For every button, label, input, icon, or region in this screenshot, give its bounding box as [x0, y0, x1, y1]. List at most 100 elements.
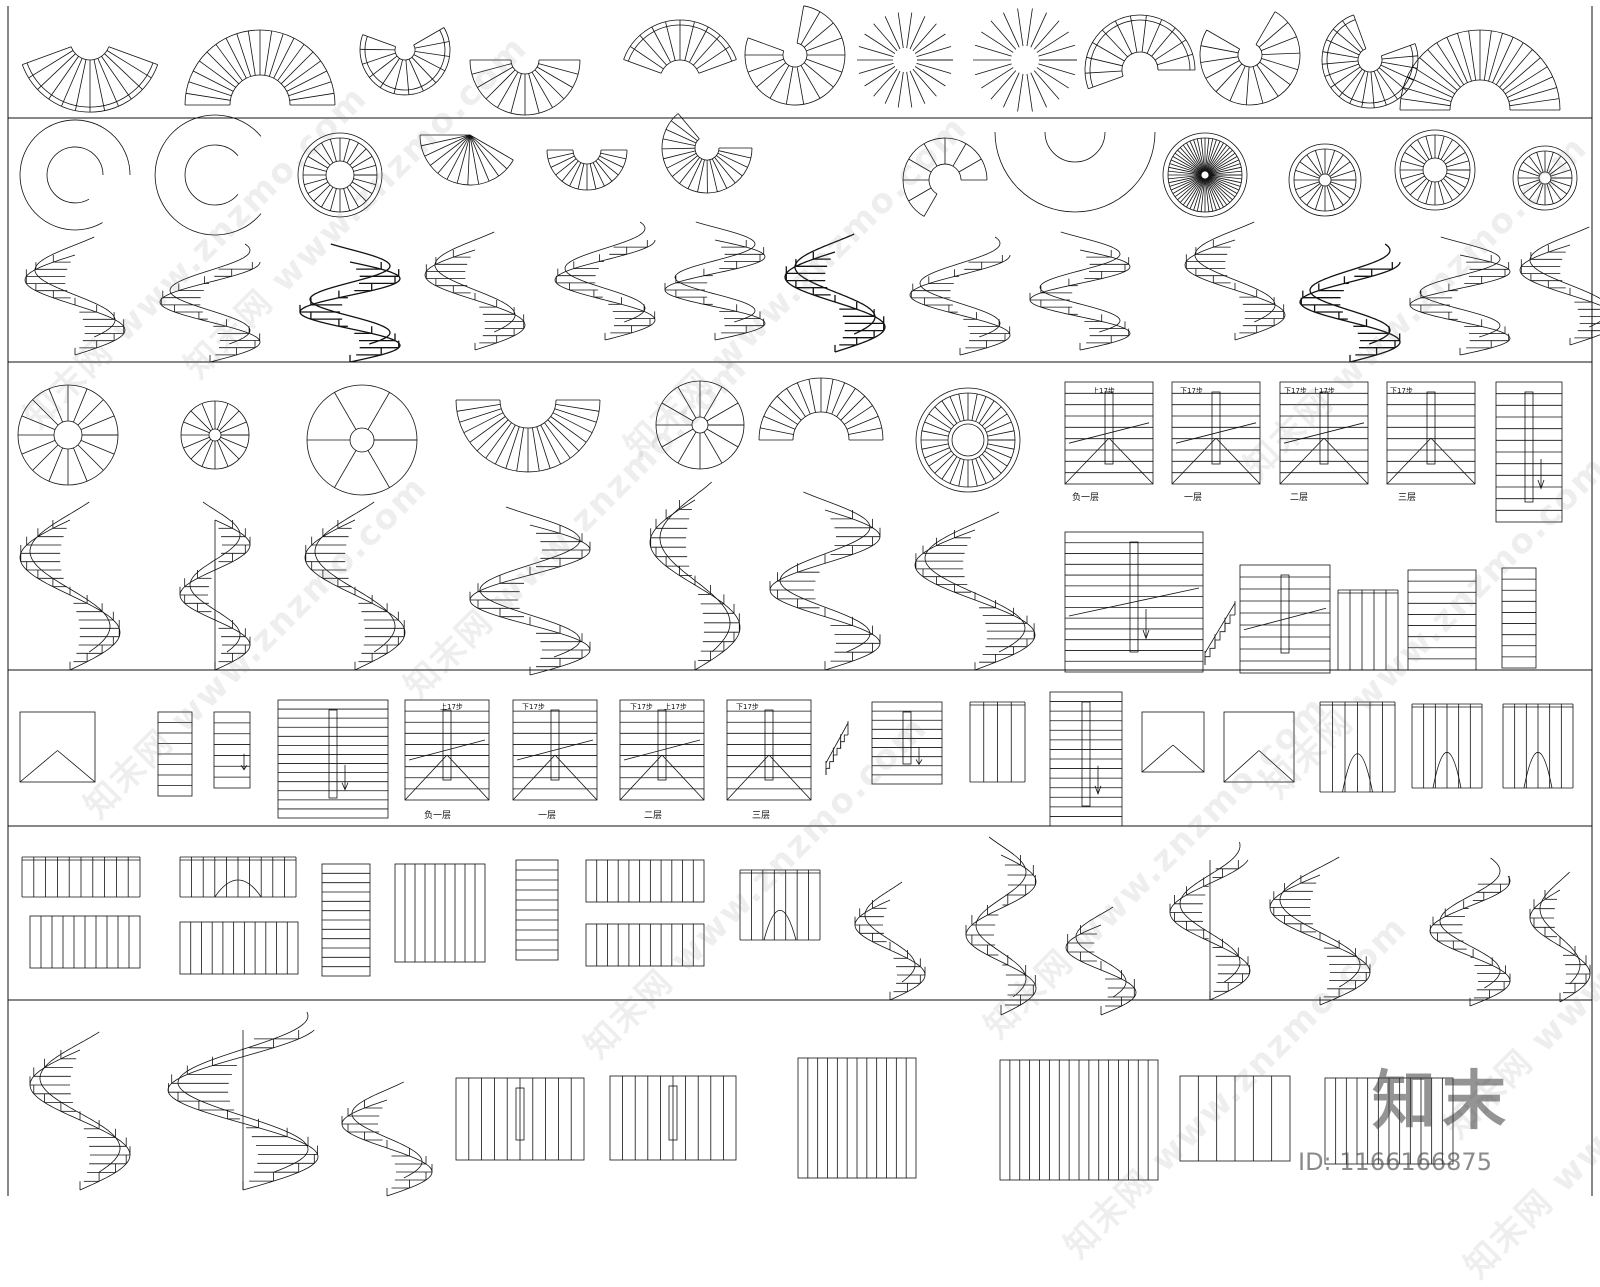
floor-stair-plan — [214, 712, 250, 788]
floor-stair-plan — [1502, 568, 1536, 668]
floor-label-2: 二层 — [644, 808, 662, 821]
curved-stair-plan — [22, 47, 157, 112]
floor-stair-plan — [727, 700, 811, 800]
curved-stair-plan — [745, 6, 845, 105]
spiral-stair-elevation — [1270, 857, 1370, 1005]
spiral-stair-elevation — [425, 232, 525, 350]
spiral-stair-plan — [656, 381, 744, 469]
spiral-stair-elevation — [1410, 237, 1510, 355]
floor-stair-plan — [1065, 382, 1153, 484]
stair-mark-up: 上17步 — [440, 702, 463, 712]
spiral-stair-elevation — [665, 222, 765, 340]
floor-stair-plan — [516, 860, 558, 960]
spiral-stair-elevation — [770, 492, 880, 670]
stair-railing-elevation — [740, 870, 820, 940]
spiral-stair-plan — [1289, 144, 1361, 216]
floor-label-3: 三层 — [1398, 490, 1416, 503]
floor-stair-plan — [1387, 382, 1475, 484]
stair-mark-down: 下17步 — [1390, 386, 1413, 396]
floor-stair-plan — [1240, 565, 1330, 673]
spiral-stair-elevation — [20, 502, 120, 670]
stair-railing-elevation — [1320, 702, 1395, 792]
stair-mark-down: 下17步 — [630, 702, 653, 712]
curved-stair-plan — [1085, 15, 1195, 89]
floor-stair-plan — [1408, 570, 1476, 670]
spiral-stair-elevation — [1520, 227, 1600, 345]
spiral-stair-elevation — [30, 1032, 130, 1190]
floor-stair-plan — [158, 712, 192, 796]
u-shaped-stair-plan — [586, 924, 704, 966]
floor-stair-plan — [872, 702, 942, 784]
spiral-stair-elevation — [915, 512, 1035, 670]
curved-stair-plan — [624, 20, 737, 73]
spiral-stair-elevation — [1300, 244, 1400, 362]
stair-railing-elevation — [970, 702, 1025, 782]
stair-mark-up: 上17步 — [664, 702, 687, 712]
stair-mark-down: 下17步 — [1284, 386, 1307, 396]
spiral-stair-plan — [1395, 130, 1475, 210]
spiral-stair-elevation — [1030, 232, 1130, 350]
spiral-stair-elevation — [25, 237, 125, 355]
spiral-stair-plan — [307, 385, 417, 495]
stair-mark-down: 下17步 — [1180, 386, 1203, 396]
watermark-logo: 知末 — [1372, 1050, 1512, 1142]
floor-stair-plan — [278, 700, 388, 818]
floor-stair-plan — [1065, 532, 1203, 672]
l-shaped-stair-plan — [1180, 1076, 1290, 1161]
spiral-stair-plan — [1513, 146, 1577, 210]
spiral-stair-elevation — [180, 502, 250, 670]
l-shaped-stair-plan — [30, 916, 140, 968]
straight-stair-elevation — [1205, 601, 1235, 665]
stair-mark-up: 上17步 — [1092, 386, 1115, 396]
curved-stair-plan — [420, 135, 513, 185]
curved-stair-plan — [0, 0, 130, 230]
spiral-stair-plan — [181, 401, 249, 469]
curved-stair-plan — [456, 400, 600, 472]
spiral-stair-elevation — [1170, 842, 1250, 1000]
spiral-stair-elevation — [305, 502, 405, 670]
stair-mark-down: 下17步 — [736, 702, 759, 712]
curved-stair-plan — [0, 0, 870, 172]
floor-stair-plan — [1280, 382, 1368, 484]
curved-stair-plan — [1322, 15, 1418, 108]
landing-plan — [20, 712, 95, 782]
spiral-stair-elevation — [855, 882, 925, 1000]
landing-plan — [1142, 712, 1204, 772]
floor-stair-plan — [620, 700, 704, 800]
spiral-stair-plan — [1163, 133, 1247, 217]
spiral-stair-plan — [18, 385, 118, 485]
spiral-stair-elevation — [555, 222, 655, 340]
stair-railing-elevation — [180, 857, 296, 897]
spiral-stair-plan — [298, 133, 382, 217]
floor-label-2: 二层 — [1290, 490, 1308, 503]
landing-plan — [1224, 712, 1294, 782]
floor-stair-plan — [1050, 692, 1122, 826]
floor-label-b1: 负一层 — [424, 808, 451, 821]
cad-drawing-sheet — [0, 0, 1600, 1200]
l-shaped-stair-plan — [395, 864, 485, 962]
floor-stair-plan — [405, 700, 489, 800]
floor-label-3: 三层 — [752, 808, 770, 821]
u-shaped-stair-plan — [586, 860, 704, 902]
u-shaped-stair-plan — [456, 1078, 584, 1160]
floor-stair-plan — [513, 700, 597, 800]
spiral-stair-elevation — [910, 237, 1010, 355]
image-id-label: ID: 1166166875 — [1298, 1148, 1492, 1176]
curved-stair-plan — [857, 13, 953, 108]
spiral-stair-elevation — [785, 234, 885, 352]
stair-railing-elevation — [1412, 704, 1482, 788]
stair-railing-elevation — [1338, 590, 1398, 670]
spiral-stair-elevation — [470, 507, 590, 675]
spiral-stair-plan — [916, 388, 1020, 492]
spiral-stair-elevation — [168, 1012, 318, 1190]
stair-mark-up: 上17步 — [1312, 386, 1335, 396]
spiral-stair-elevation — [160, 244, 260, 362]
floor-label-1: 一层 — [538, 808, 556, 821]
curved-stair-plan — [662, 114, 752, 194]
stair-railing-elevation — [1503, 704, 1573, 788]
curved-stair-plan — [360, 28, 450, 95]
curved-stair-plan — [973, 9, 1077, 112]
straight-stair-elevation — [826, 721, 848, 775]
stair-railing-elevation — [22, 857, 140, 897]
floor-stair-plan — [1172, 382, 1260, 484]
